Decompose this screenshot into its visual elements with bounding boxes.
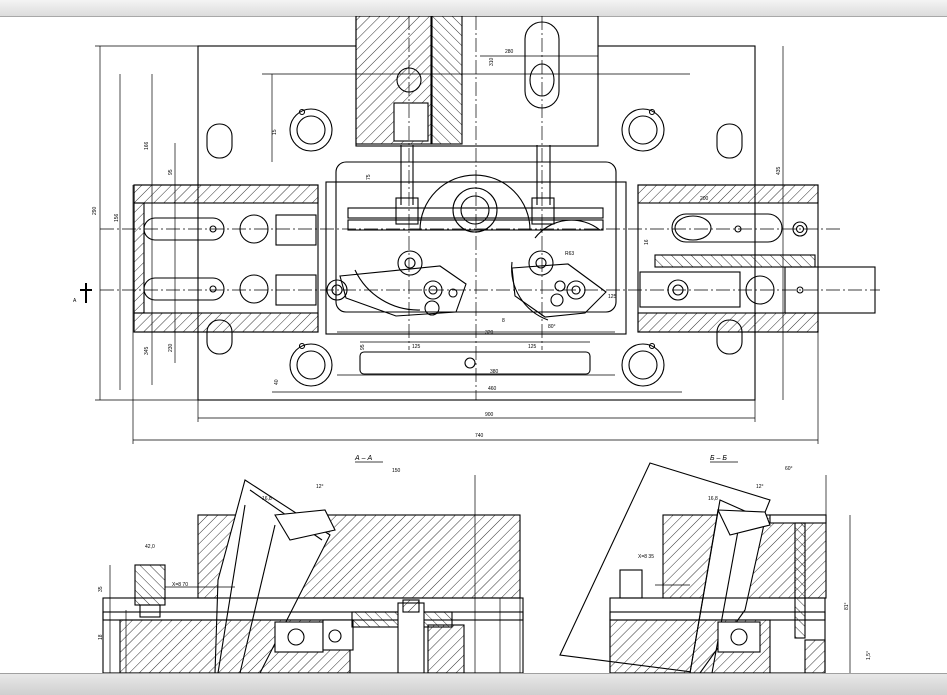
dim-v-230: 230 bbox=[168, 343, 174, 352]
section-b-title: Б – Б bbox=[710, 455, 727, 462]
dim-v-75: 75 bbox=[366, 174, 372, 180]
dim-b-12deg: 12° bbox=[756, 484, 764, 490]
dim-740: 740 bbox=[475, 433, 484, 439]
window-title-bar bbox=[0, 0, 947, 17]
dim-a-18: 18 bbox=[98, 634, 104, 640]
dim-460: 460 bbox=[488, 386, 497, 392]
guide-pillars bbox=[289, 108, 665, 387]
dim-v-290: 290 bbox=[92, 206, 98, 215]
section-a-a bbox=[102, 475, 524, 673]
dim-200: 200 bbox=[700, 196, 709, 202]
dim-v-166: 166 bbox=[144, 141, 150, 150]
plan-dimension-labels: 740 900 460 380 125 125 320 200 125 280 … bbox=[73, 49, 782, 439]
dim-80deg: 80° bbox=[548, 324, 556, 330]
dim-b-16-8: 16,8 bbox=[708, 496, 718, 502]
dim-b-81: 81° bbox=[844, 602, 850, 610]
dim-a-35: 35 bbox=[98, 586, 104, 592]
dim-a-12deg: 12° bbox=[316, 484, 324, 490]
dim-b-60deg: 60° bbox=[785, 466, 793, 472]
dim-v-435: 435 bbox=[776, 166, 782, 175]
dim-b-x35: Х=8 35 bbox=[638, 554, 654, 560]
dim-a-x70: Х=8 70 bbox=[172, 582, 188, 588]
plan-dimension-lines bbox=[95, 45, 819, 444]
left-slider bbox=[133, 184, 319, 333]
dim-280: 280 bbox=[505, 49, 514, 55]
section-a-title: А – А bbox=[354, 455, 372, 462]
dim-v-15: 15 bbox=[272, 129, 278, 135]
view-arrow-label: А bbox=[73, 298, 77, 304]
centerlines bbox=[100, 16, 880, 400]
dim-r63: R63 bbox=[565, 251, 574, 257]
dim-v-95b: 95 bbox=[360, 344, 366, 350]
dim-125b: 125 bbox=[528, 344, 537, 350]
dim-v-345: 345 bbox=[144, 346, 150, 355]
dim-b-1-5: 1,5° bbox=[866, 651, 872, 660]
technical-drawing: 740 900 460 380 125 125 320 200 125 280 … bbox=[73, 16, 880, 673]
horizontal-scrollbar[interactable] bbox=[0, 673, 947, 695]
dim-v-156: 156 bbox=[114, 213, 120, 222]
dim-125c: 125 bbox=[608, 294, 617, 300]
section-b-b bbox=[559, 462, 851, 673]
dim-8: 8 bbox=[502, 318, 505, 324]
dim-320: 320 bbox=[485, 330, 494, 336]
left-rocker bbox=[339, 250, 467, 317]
dim-v-95: 95 bbox=[168, 169, 174, 175]
dim-v-16: 16 bbox=[644, 239, 650, 245]
dim-900: 900 bbox=[485, 412, 494, 418]
dim-v-310: 310 bbox=[489, 57, 495, 66]
dim-125a: 125 bbox=[412, 344, 421, 350]
view-arrow-a bbox=[80, 283, 92, 303]
plan-view bbox=[133, 16, 876, 401]
dim-v-40: 40 bbox=[274, 379, 280, 385]
dim-a-150: 150 bbox=[392, 468, 401, 474]
dim-a-42: 42,0 bbox=[145, 544, 155, 550]
dim-380: 380 bbox=[490, 369, 499, 375]
dim-a-16-8: 16,8 bbox=[262, 496, 272, 502]
section-labels: А – А Б – Б 150 12° 16,8 Х=8 70 42,0 35 … bbox=[98, 455, 872, 660]
right-rocker bbox=[511, 219, 607, 321]
